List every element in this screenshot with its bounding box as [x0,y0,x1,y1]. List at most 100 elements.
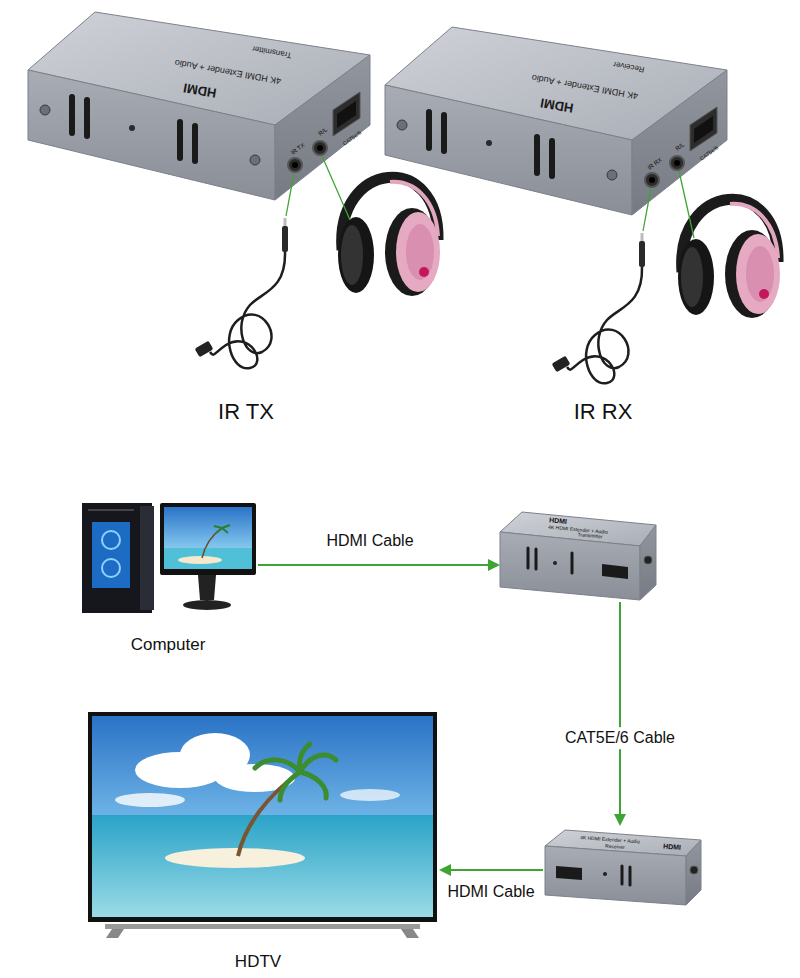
headphones-part [678,199,780,318]
leader-line-part [322,156,350,220]
computer-drawing-part [88,509,134,511]
receiver-box: HDMI4K HDMI Extender + AudioReceiver [543,826,703,908]
arrow-head [439,864,451,876]
unit-type-text: Transmitter [577,532,602,540]
hdtv-drawing-part-part [299,744,310,772]
computer-drawing-part [183,600,231,610]
ir-label: IR TX [218,400,274,424]
cable-line [619,602,621,815]
receiver-unit [385,27,727,215]
cable-label: CAT5E/6 Cable [561,727,679,749]
computer-drawing-part [214,525,230,533]
headphones-part [338,177,440,296]
cable-connector [258,559,500,571]
computer-drawing-part [140,506,154,610]
leader-line [286,156,694,238]
hdtv-drawing-part [92,815,433,917]
logo-text: HDMI [539,95,574,115]
transmitter-unit [28,12,370,200]
hdtv-drawing [88,712,437,938]
leader-line-part [643,188,651,231]
transmitter-drawing-part [644,556,652,564]
computer-node: Computer [78,498,258,658]
transmitter-box: HDMI4K HDMI Extender + AudioTransmitter [500,510,657,602]
ir-label: IR RX [574,400,633,424]
transmitter-unit-part [28,12,370,200]
leader-line-part [286,173,294,216]
ir-cable [552,233,645,383]
transmitter-drawing [500,512,656,600]
receiver-unit-part [385,27,727,215]
unit-type-text: Receiver [605,844,625,851]
node-label: Computer [131,636,206,655]
computer-drawing-part [164,548,252,569]
extender-unit: HDMI4K HDMI Extender + AudioReceiverIR R… [382,25,729,217]
transmitter-drawing-part [602,564,628,579]
receiver-drawing [545,830,701,905]
computer-drawing-part [92,522,130,588]
hdtv-drawing-part-part [280,772,300,800]
port-label: IR TX [290,142,306,156]
hdtv-drawing-part [340,789,400,801]
cable-label: HDMI Cable [326,532,413,550]
hdtv-drawing-part-part [300,772,326,798]
node-label: HDTV [235,953,281,972]
computer-drawing-part [102,531,120,549]
hdtv-drawing-part-part [300,755,336,772]
receiver-drawing-part [556,866,582,880]
hdtv-drawing-part [106,929,124,938]
transmitter-drawing-part [571,553,574,573]
port-label: CAT5e/6 [342,129,363,146]
extender-unit: HDMI4K HDMI Extender + AudioTransmitterI… [25,10,372,202]
transmitter-drawing-part [527,548,530,568]
logo-text: HDMI [663,843,681,852]
transmitter-drawing-part [640,525,656,600]
cable-connector [614,602,626,826]
port-label: R/L [317,127,328,138]
port-label: IR RX [647,157,664,172]
hdtv-drawing-part [401,929,419,938]
transmitter-drawing-part [535,549,538,569]
hdtv-drawing-part [115,793,185,807]
computer-drawing-part [202,528,222,558]
arrow-head [488,559,500,571]
leader-line-part [679,171,694,238]
transmitter-drawing-part [500,532,640,600]
computer-drawing-part [160,503,256,575]
port-label: R/L [674,142,685,153]
arrow-head [614,814,626,826]
headphones [678,199,780,318]
computer-drawing-part [102,559,120,577]
hdtv-drawing-part [92,716,433,917]
hdtv-drawing-part [255,744,336,800]
cable-line [450,869,543,871]
cable-label: HDMI Cable [447,883,534,901]
ir-cable-part [552,233,645,383]
unit-type-text: Transmitter [251,43,292,59]
transmitter-drawing-part [553,561,557,565]
logo-text: HDMI [182,80,217,100]
ir-cable-part [195,218,288,368]
computer-drawing [82,503,256,613]
receiver-drawing-part [690,866,698,874]
hdtv-drawing-part [105,924,420,929]
port-label: CAT5e/6 [699,144,720,161]
hdtv-drawing-part-part [255,760,300,772]
computer-drawing-part [198,575,216,600]
receiver-drawing-part [545,846,686,905]
hdtv-node: HDTV [86,710,439,974]
unit-type-text: Receiver [613,59,646,73]
hdtv-drawing-part [165,848,305,868]
headphones [338,177,440,296]
cable-line [258,564,489,566]
hdtv-drawing-part [238,772,300,856]
receiver-drawing-part [621,866,624,884]
computer-drawing-part [164,507,252,569]
receiver-drawing-part [629,867,632,885]
hdtv-drawing-part [88,712,437,922]
cable-connector [439,864,543,876]
receiver-drawing-part [686,840,701,905]
computer-drawing-part [178,556,222,564]
receiver-drawing-part [603,872,607,876]
